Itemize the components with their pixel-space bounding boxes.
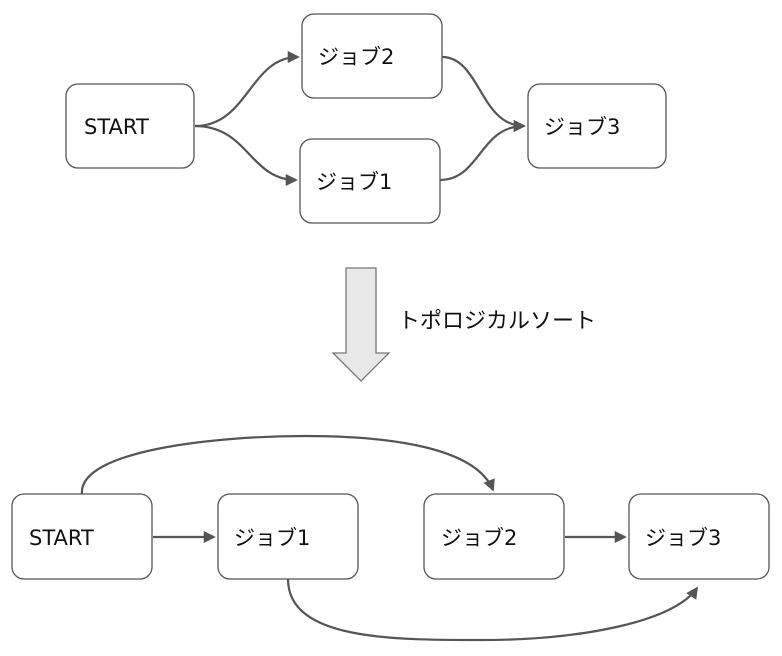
bottom-node-job3: ジョブ3: [628, 493, 770, 580]
topological-sort-label: トポロジカルソート: [398, 309, 596, 334]
top-node-start-label: START: [84, 115, 149, 139]
edge-job1-to-job3: [439, 119, 526, 182]
bottom-node-start: START: [11, 493, 153, 580]
edge-sorted-job1-to-job3: [286, 578, 699, 642]
bottom-node-job2-label: ジョブ2: [441, 526, 517, 550]
edge-start-to-job2: [194, 50, 300, 128]
top-graph: START ジョブ2 ジョブ1 ジョブ3: [65, 13, 667, 224]
edge-start-to-job1: [194, 124, 298, 187]
edge-job2-to-job3: [441, 55, 526, 133]
bottom-node-job2: ジョブ2: [423, 493, 565, 580]
transform-step: トポロジカルソート: [331, 267, 596, 382]
top-node-job3-label: ジョブ3: [544, 115, 620, 139]
bottom-node-job1: ジョブ1: [217, 493, 359, 580]
down-arrow-icon: [331, 267, 391, 382]
top-node-job3: ジョブ3: [527, 83, 667, 169]
bottom-node-job3-label: ジョブ3: [645, 526, 721, 550]
top-node-job2: ジョブ2: [301, 13, 443, 99]
top-node-job1-label: ジョブ1: [316, 170, 392, 194]
bottom-graph: START ジョブ1 ジョブ2 ジョブ3: [11, 434, 770, 642]
edge-sorted-start-to-job2: [80, 434, 495, 495]
bottom-node-job1-label: ジョブ1: [234, 526, 310, 550]
bottom-node-start-label: START: [29, 526, 94, 550]
top-node-start: START: [65, 83, 195, 169]
top-node-job2-label: ジョブ2: [318, 45, 394, 69]
top-node-job1: ジョブ1: [299, 138, 441, 224]
